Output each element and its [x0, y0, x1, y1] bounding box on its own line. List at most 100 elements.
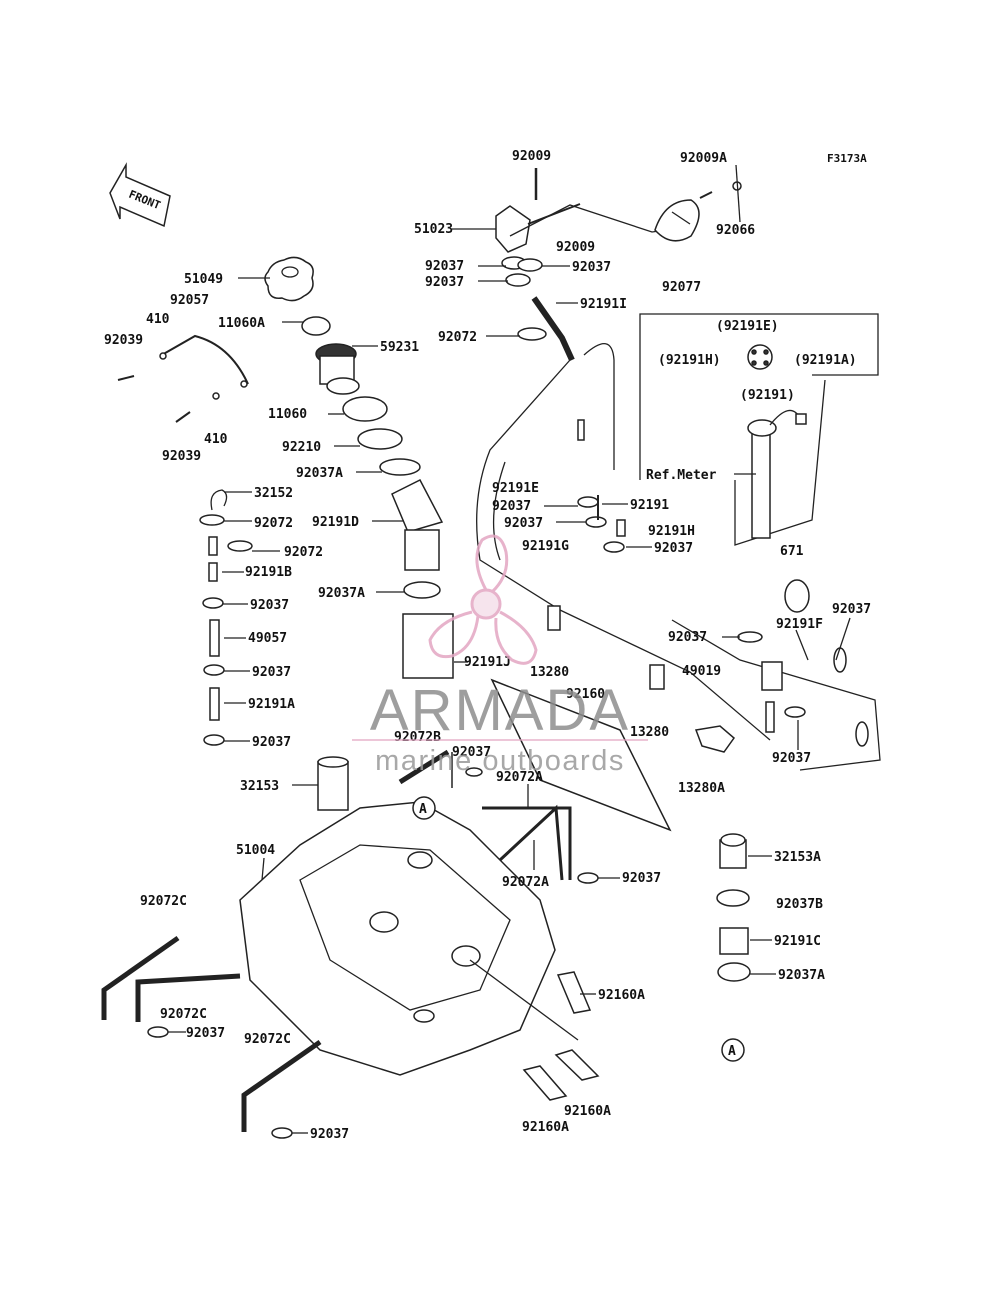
label-92037-i: 92037	[668, 630, 707, 645]
label-92037-k: 92037	[252, 735, 291, 750]
bracket-49019-icon	[649, 664, 665, 690]
pipe-32153-icon	[317, 756, 349, 811]
label-92072c-c: 92072C	[244, 1032, 291, 1047]
ref-meter-box	[639, 313, 879, 546]
label-410-a: 410	[146, 312, 170, 327]
label-92037-e: 92037	[504, 516, 543, 531]
label-92072-a: 92072	[438, 330, 477, 345]
label-92037-g: 92037	[250, 598, 289, 613]
label-92191i: 92191I	[580, 297, 627, 312]
label-92009-top: 92009	[512, 149, 551, 164]
label-92057: 92057	[170, 293, 209, 308]
label-13280-b: 13280	[630, 725, 669, 740]
label-92072c-b: 92072C	[160, 1007, 207, 1022]
label-32152: 32152	[254, 486, 293, 501]
label-92037-n: 92037	[622, 871, 661, 886]
label-671: 671	[780, 544, 804, 559]
label-92191h: 92191H	[648, 524, 695, 539]
label-11060: 11060	[268, 407, 307, 422]
label-92191h-ref: (92191H)	[658, 353, 721, 368]
label-92039-b: 92039	[162, 449, 201, 464]
label-49019: 49019	[682, 664, 721, 679]
label-92191e-ref: (92191E)	[716, 319, 779, 334]
label-92072a-b: 92072A	[502, 875, 549, 890]
label-51004: 51004	[236, 843, 275, 858]
label-92072b: 92072B	[394, 730, 441, 745]
label-92072-c: 92072	[284, 545, 323, 560]
cap-32153a-icon	[719, 833, 747, 869]
label-92037a-a: 92037A	[296, 466, 343, 481]
label-92039-a: 92039	[104, 333, 143, 348]
label-92191c: 92191C	[774, 934, 821, 949]
label-92072c-a: 92072C	[140, 894, 187, 909]
label-92191b: 92191B	[245, 565, 292, 580]
label-92037-o: 92037	[186, 1026, 225, 1041]
label-92191f: 92191F	[776, 617, 823, 632]
label-92037-a: 92037	[425, 259, 464, 274]
pad-92160-icon	[490, 678, 672, 832]
label-92210: 92210	[282, 440, 321, 455]
label-92037-l: 92037	[452, 745, 491, 760]
label-92037a-c: 92037A	[778, 968, 825, 983]
clamp-92210-icon	[357, 428, 403, 450]
filler-neck-59231-icon	[315, 343, 360, 395]
label-92160a-a: 92160A	[598, 988, 645, 1003]
label-92037b: 92037B	[776, 897, 823, 912]
label-92037-h: 92037	[832, 602, 871, 617]
label-59231: 59231	[380, 340, 419, 355]
watermark-tagline: marine outboards	[375, 745, 625, 777]
label-13280a: 13280A	[678, 781, 725, 796]
label-92191-ref: (92191)	[740, 388, 795, 403]
label-13280-a: 13280	[530, 665, 569, 680]
filler-cap-icon	[264, 256, 314, 302]
label-92191: 92191	[630, 498, 669, 513]
label-92072a-a: 92072A	[496, 770, 543, 785]
marker-a-bottom-label: A	[728, 1044, 736, 1059]
hose-92191i-icon	[531, 296, 575, 362]
hose-32152-icon	[210, 489, 228, 511]
watermark-brand: ARMADA	[370, 678, 630, 743]
label-11060a: 11060A	[218, 316, 265, 331]
marker-a-top-label: A	[419, 802, 427, 817]
label-92191d: 92191D	[312, 515, 359, 530]
label-92037-p: 92037	[310, 1127, 349, 1142]
label-32153: 32153	[240, 779, 279, 794]
label-92066: 92066	[716, 223, 755, 238]
label-49057: 49057	[248, 631, 287, 646]
propeller-logo-icon	[428, 534, 538, 665]
valve-51023-icon	[495, 205, 531, 253]
bracket-13280a-icon	[694, 725, 736, 753]
front-arrow-icon: FRONT	[109, 162, 171, 228]
hose-92191d-icon	[391, 479, 444, 571]
fuel-tank-51004-icon	[239, 801, 579, 1076]
strap-92057-icon	[159, 334, 249, 385]
leader-lines	[168, 164, 851, 1134]
clamp-92037a-mid-icon	[403, 581, 441, 599]
clamp-92037a-top-icon	[379, 458, 421, 476]
fuel-meter-671-icon	[747, 409, 807, 539]
label-92037-j: 92037	[252, 665, 291, 680]
armada-watermark: ARMADA marine outboards	[352, 534, 648, 777]
label-92037-m: 92037	[772, 751, 811, 766]
label-ref-meter: Ref.Meter	[646, 468, 717, 483]
label-92037-b: 92037	[572, 260, 611, 275]
label-92160a-b: 92160A	[564, 1104, 611, 1119]
label-92009-mid: 92009	[556, 240, 595, 255]
label-92037-f: 92037	[654, 541, 693, 556]
label-92037a-b: 92037A	[318, 586, 365, 601]
fitting-49057-icon	[209, 619, 220, 657]
label-92037-c: 92037	[425, 275, 464, 290]
filter-92191f-icon	[761, 661, 783, 733]
label-51049: 51049	[184, 272, 223, 287]
label-92191g: 92191G	[522, 539, 569, 554]
label-92077: 92077	[662, 280, 701, 295]
part-labels: F3173A 92009 92009A 51023 92066 92009 92…	[104, 149, 871, 1142]
gasket-11060-icon	[342, 396, 388, 422]
marker-a-bottom	[721, 1038, 745, 1062]
gasket-11060a-icon	[301, 316, 331, 336]
label-92009a: 92009A	[680, 151, 727, 166]
label-92037-d: 92037	[492, 499, 531, 514]
label-410-b: 410	[204, 432, 228, 447]
